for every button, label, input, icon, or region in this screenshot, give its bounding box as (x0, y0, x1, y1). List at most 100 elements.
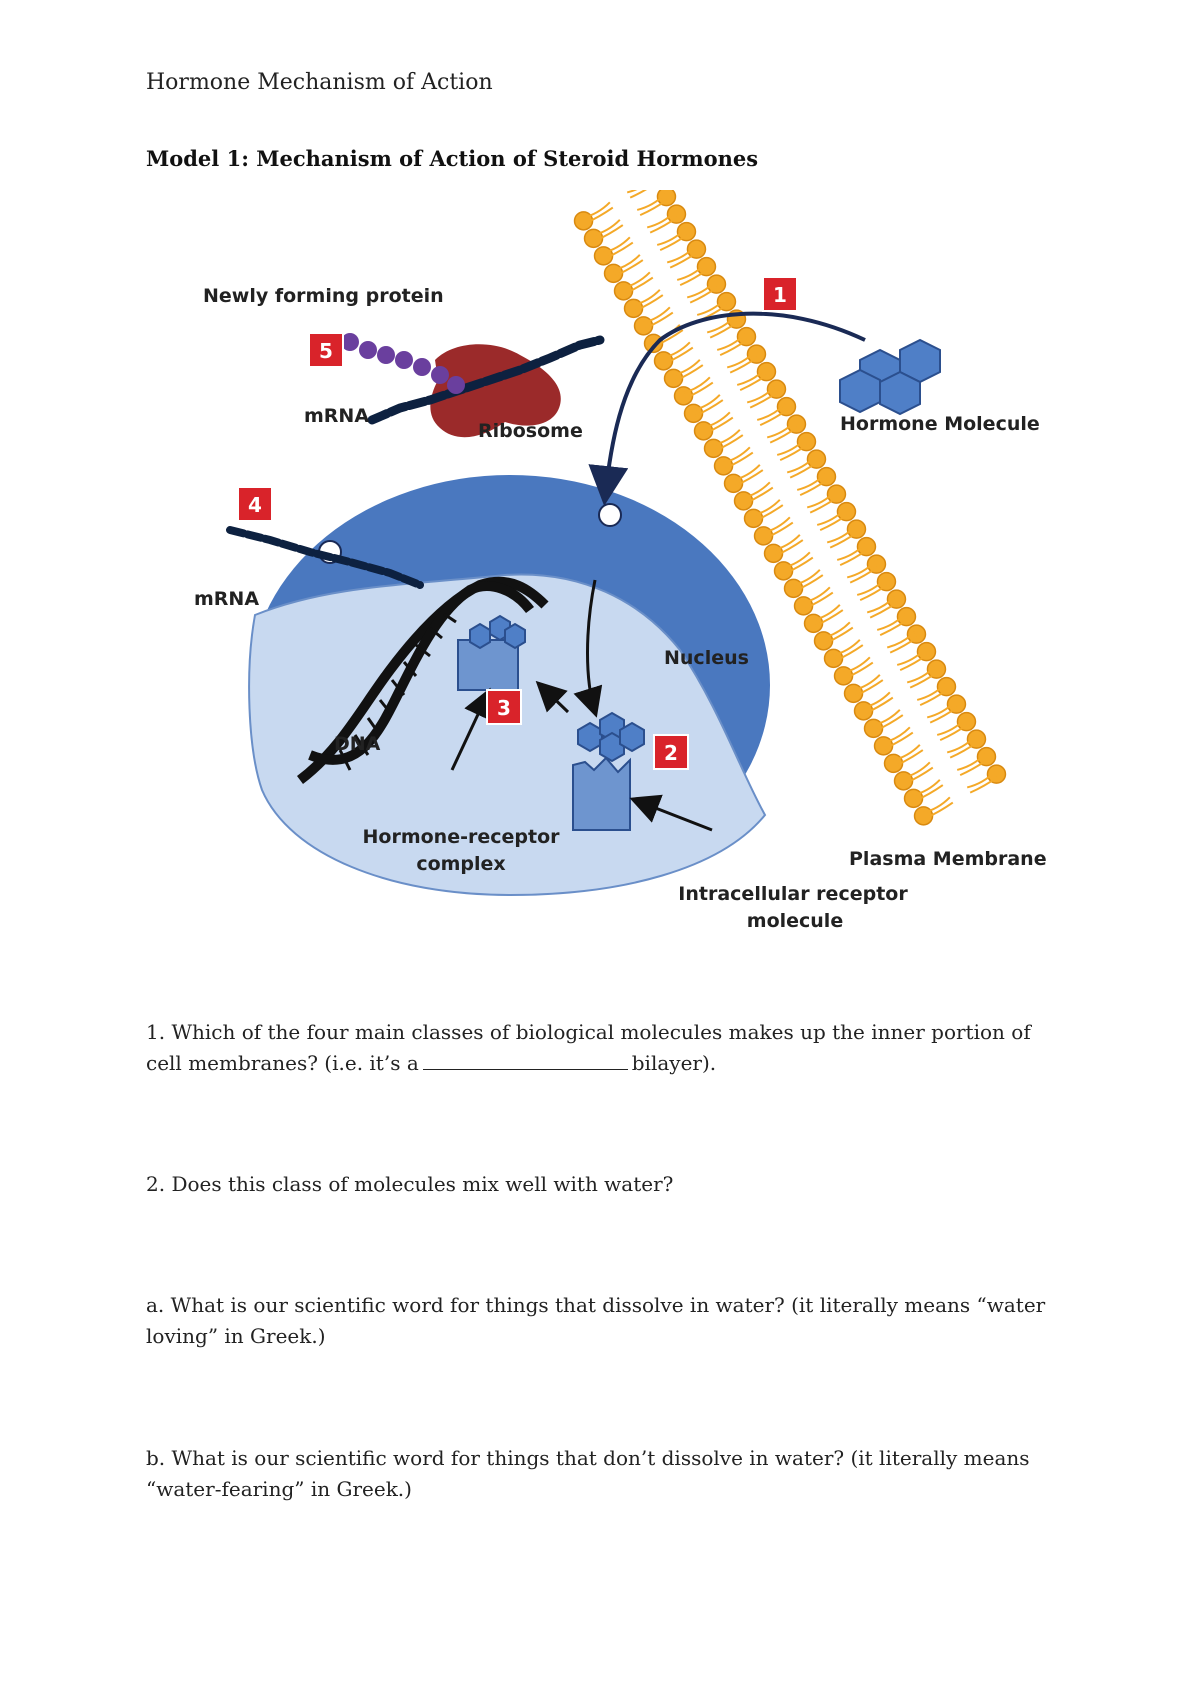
label-ribosome: Ribosome (478, 420, 583, 442)
phospholipid-head (696, 256, 717, 277)
phospholipid-tail (806, 490, 836, 509)
phospholipid-tail (794, 574, 824, 592)
phospholipid-tail (631, 289, 661, 307)
label-nucleus: Nucleus (664, 647, 749, 669)
phospholipid-tail (811, 604, 841, 622)
phospholipid-head (866, 554, 887, 574)
phospholipid-tail (604, 241, 634, 260)
phospholipid-head (666, 204, 687, 224)
phospholipid-tail (646, 210, 676, 229)
phospholipid-tail (641, 306, 671, 325)
phospholipid-tail (804, 591, 834, 610)
phospholipid-tail (706, 315, 736, 334)
phospholipid-tail (891, 744, 921, 762)
phospholipid-tail (929, 705, 959, 724)
phospholipid-tail (936, 718, 966, 736)
phospholipid-tail (756, 403, 786, 421)
step-number: 5 (319, 339, 333, 363)
phospholipid-tail (704, 416, 734, 435)
phospholipid-head (826, 484, 847, 504)
phospholipid-head (906, 624, 927, 644)
phospholipid-head (796, 431, 817, 452)
phospholipid-tail (629, 190, 648, 199)
phospholipid-head (746, 344, 767, 364)
step-badge-2: 2 (653, 734, 689, 770)
phospholipid-tail (759, 408, 789, 427)
phospholipid-head (976, 746, 997, 767)
complex-pointer-arrow (450, 687, 492, 771)
phospholipid-tail (881, 726, 911, 745)
phospholipid-tail (636, 193, 666, 211)
phospholipid-head (876, 571, 897, 592)
step-badge-4: 4 (237, 486, 273, 522)
phospholipid-tail (669, 250, 699, 269)
phospholipid-tail (676, 263, 706, 281)
phospholipid-tail (716, 333, 746, 351)
receptor-to-dna-arrow (535, 680, 570, 714)
phospholipid-tail (896, 648, 926, 666)
phospholipid-head (776, 396, 797, 417)
phospholipid-head (736, 326, 757, 347)
phospholipid-tail (789, 460, 819, 479)
phospholipid-tail (656, 228, 686, 246)
phospholipid-tail (774, 539, 804, 557)
phospholipid-tail (721, 446, 751, 465)
phospholipid-tail (724, 451, 754, 470)
phospholipid-tail (696, 298, 726, 316)
phospholipid-tail (686, 280, 716, 299)
phospholipid-tail (624, 276, 654, 295)
phospholipid-head (956, 711, 977, 732)
phospholipid-tail (744, 486, 774, 505)
phospholipid-tail (791, 569, 821, 587)
phospholipid-tail (734, 469, 764, 487)
phospholipid-tail (714, 434, 744, 452)
phospholipid-tail (831, 639, 861, 657)
phospholipid-head (686, 239, 707, 259)
phospholipid-tail (661, 341, 691, 360)
phospholipid-tail (581, 201, 611, 220)
hormone-entry-arrow (588, 311, 866, 506)
phospholipid-head (916, 641, 937, 662)
phospholipid-tail (879, 618, 909, 637)
phospholipid-tail (584, 206, 614, 225)
phospholipid-tail (801, 586, 831, 605)
phospholipid-head (926, 659, 947, 679)
phospholipid-head (896, 606, 917, 627)
phospholipid-tail (839, 548, 869, 567)
phospholipid-tail (726, 350, 756, 369)
phospholipid-tail (701, 411, 731, 430)
phospholipid-tail (914, 784, 944, 802)
phospholipid-head (766, 379, 787, 399)
phospholipid-tail (626, 190, 638, 194)
phospholipid-head (676, 221, 697, 242)
phospholipid-tail (911, 779, 941, 797)
phospholipid-tail (796, 473, 826, 491)
phospholipid-tail (621, 271, 651, 290)
step-badge-5: 5 (308, 332, 344, 368)
step-number: 4 (248, 493, 262, 517)
phospholipid-tail (849, 565, 879, 584)
question-1: 1. Which of the four main classes of bio… (146, 1017, 1066, 1079)
intracellular-receptor-icon (572, 711, 645, 831)
phospholipid-tail (884, 731, 914, 750)
phospholipid-tail (666, 245, 696, 264)
phospholipid-tail (736, 368, 766, 386)
phospholipid-tail (851, 674, 881, 692)
phospholipid-tail (751, 499, 781, 517)
answer-blank[interactable] (422, 1051, 628, 1070)
phospholipid-tail (906, 665, 936, 684)
phospholipid-tail (671, 359, 701, 377)
phospholipid-head (786, 414, 807, 434)
phospholipid-tail (819, 513, 849, 532)
phospholipid-tail (949, 740, 979, 759)
phospholipid-tail (894, 749, 924, 767)
mrna-strand-left (226, 526, 424, 589)
phospholipid-head (986, 764, 1007, 784)
phospholipid-tail (766, 420, 796, 439)
phospholipid-tail (956, 753, 986, 771)
phospholipid-tail (674, 364, 704, 382)
label-intracellular-receptor-2: molecule (747, 910, 843, 932)
step-number: 3 (497, 696, 511, 720)
phospholipid-tail (899, 653, 929, 672)
